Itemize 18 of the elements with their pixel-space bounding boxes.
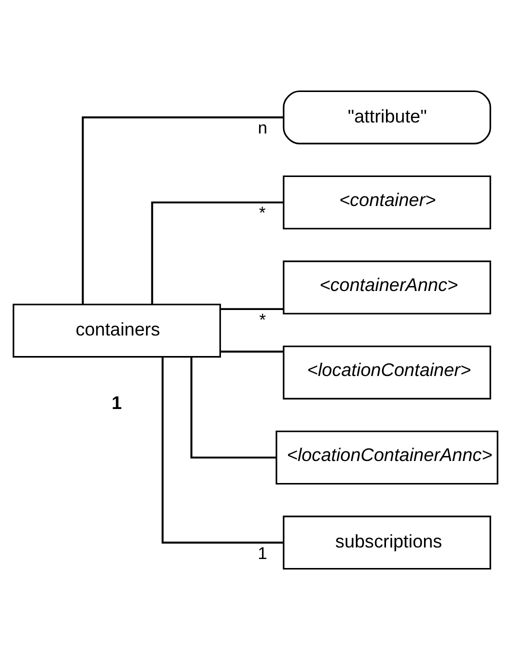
label: 1: [112, 391, 122, 412]
node-box: "attribute": [282, 90, 492, 144]
connector: [151, 200, 284, 304]
edge-label: 1: [258, 543, 268, 562]
node-box: <locationContainerAnnc>: [276, 430, 498, 484]
connector: [82, 116, 284, 304]
connector: [162, 356, 284, 544]
edge-label: *: [258, 203, 266, 222]
node-box: containers: [12, 303, 221, 358]
node-box: subscriptions: [282, 515, 492, 570]
connector: [190, 356, 276, 458]
node-box: <container>: [282, 175, 492, 229]
node-box: <locationContainer>: [282, 345, 492, 399]
node-box: <containerAnnc>: [282, 260, 492, 314]
connector: [220, 308, 284, 310]
edge-label: *: [259, 310, 266, 329]
connector: [220, 350, 284, 352]
edge-label: n: [258, 118, 268, 138]
